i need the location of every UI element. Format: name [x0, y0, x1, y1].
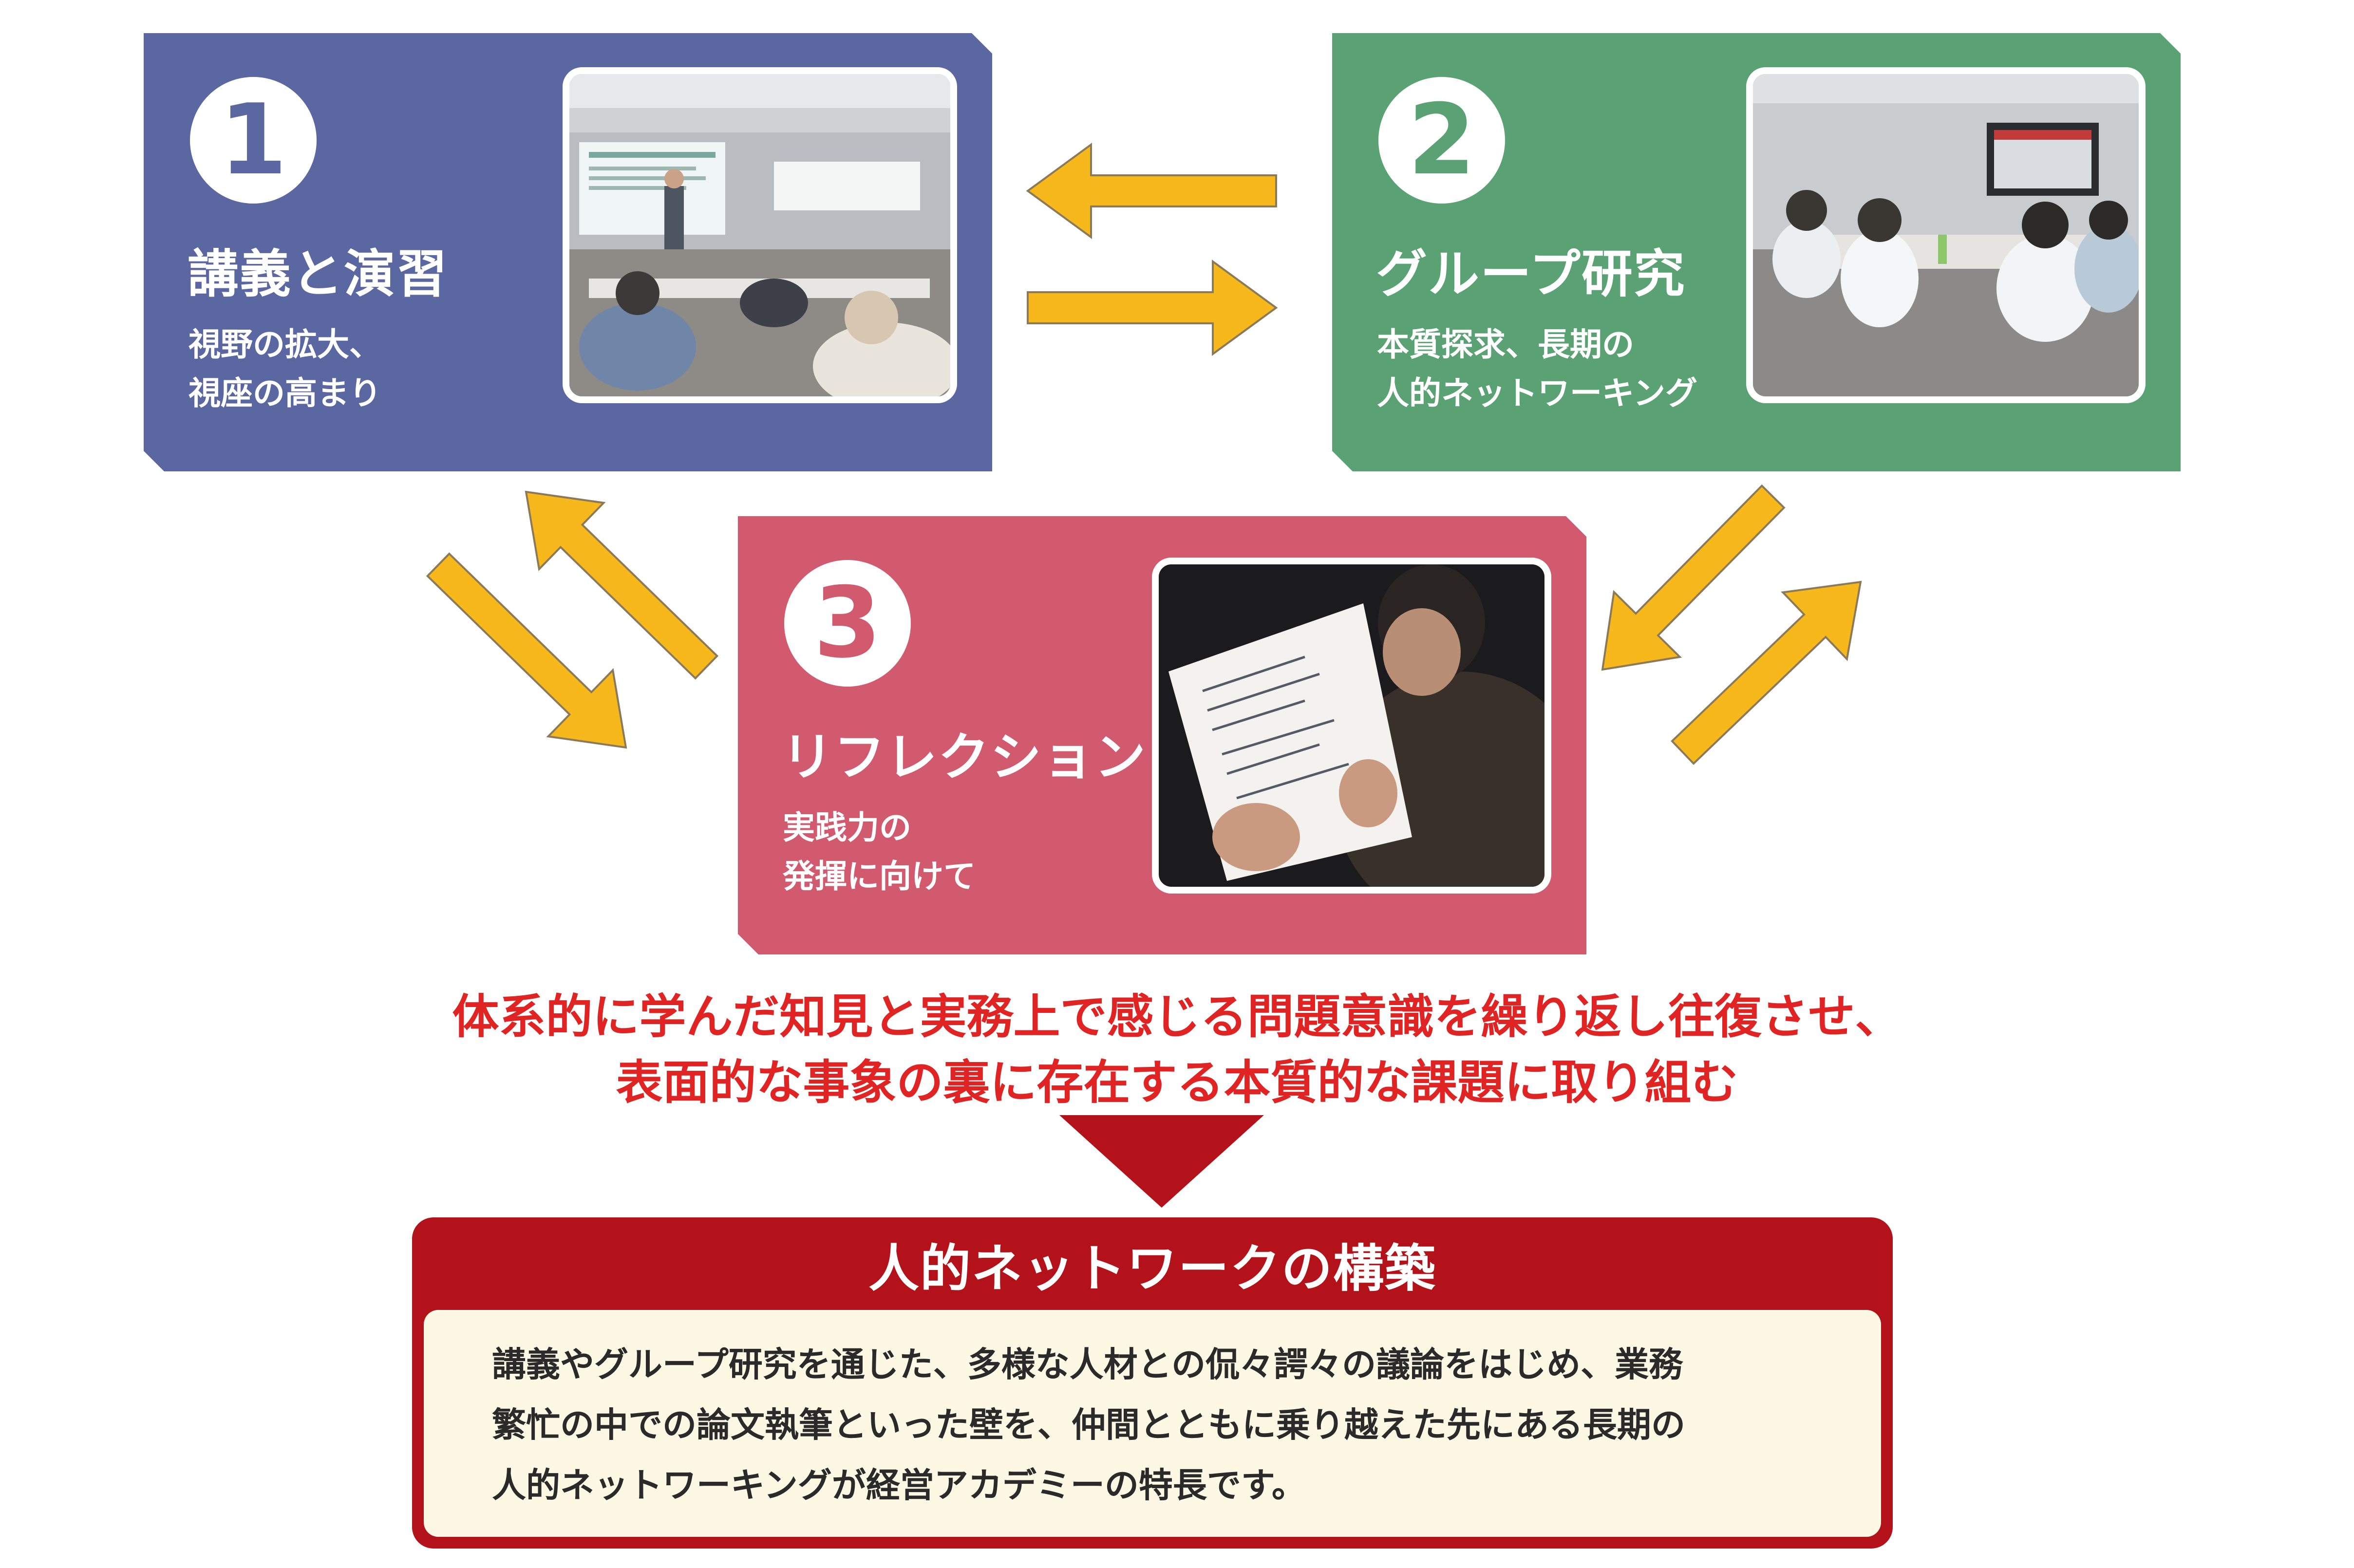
network-panel: 人的ネットワークの構築 講義やグループ研究を通じた、多様な人材との侃々諤々の議論…: [412, 1217, 1893, 1549]
network-title: 人的ネットワークの構築: [412, 1227, 1893, 1301]
network-description: 講義やグループ研究を通じた、多様な人材との侃々諤々の議論をはじめ、業務 繁忙の中…: [492, 1334, 1685, 1515]
arrow-3-to-1-icon: [526, 492, 717, 678]
key-message-line-2: 表面的な事象の裏に存在する本質的な課題に取り組む: [0, 1045, 2354, 1112]
arrow-2-to-1-icon: [1028, 145, 1276, 237]
network-body: 講義やグループ研究を通じた、多様な人材との侃々諤々の議論をはじめ、業務 繁忙の中…: [424, 1310, 1881, 1537]
key-message-line-1: 体系的に学んだ知見と実務上で感じる問題意識を繰り返し往復させ、: [0, 979, 2354, 1046]
network-description-line: 繁忙の中での論文執筆といった壁を、仲間とともに乗り越えた先にある長期の: [492, 1395, 1685, 1455]
arrow-3-to-2-icon: [1672, 582, 1861, 764]
arrow-2-to-3-icon: [1602, 486, 1784, 670]
network-description-line: 人的ネットワーキングが経営アカデミーの特長です。: [492, 1455, 1685, 1515]
down-arrow-icon: [1059, 1115, 1264, 1208]
arrow-1-to-2-icon: [1028, 261, 1276, 354]
network-description-line: 講義やグループ研究を通じた、多様な人材との侃々諤々の議論をはじめ、業務: [492, 1334, 1685, 1395]
